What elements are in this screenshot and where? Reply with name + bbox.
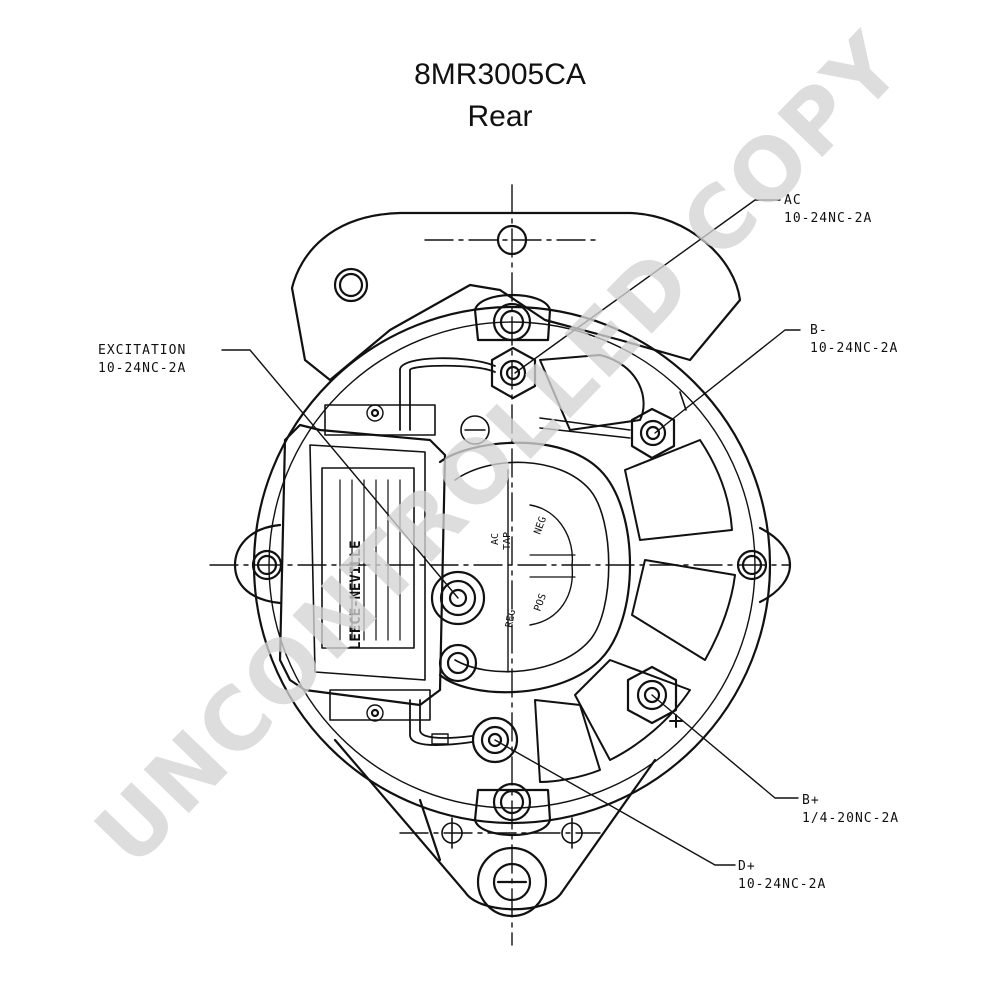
callout-excitation-thread: 10-24NC-2A xyxy=(98,361,186,376)
callout-b-minus: B- 10-24NC-2A xyxy=(810,323,898,356)
regulator-markings: AC TAP NEG REG POS xyxy=(490,515,549,628)
excitation-terminal xyxy=(430,570,486,626)
marking-reg: REG xyxy=(504,609,518,629)
callout-b-plus-name: B+ xyxy=(802,793,820,808)
regulator-logo-text: LEECE-NEVILLE xyxy=(348,540,364,650)
callout-ac-thread: 10-24NC-2A xyxy=(784,211,872,226)
marking-tap: TAP xyxy=(502,532,513,550)
d-plus-terminal xyxy=(471,716,519,764)
housing-inner-ring xyxy=(268,321,756,809)
regulator-logo-plate xyxy=(321,467,415,649)
b-minus-terminal xyxy=(630,407,676,460)
top-stud-boss xyxy=(473,294,552,342)
callout-b-plus: B+ 1/4-20NC-2A xyxy=(802,793,899,826)
callout-d-plus: D+ 10-24NC-2A xyxy=(738,859,826,892)
leader-lines xyxy=(221,199,801,866)
lower-mounting-foot xyxy=(333,738,657,911)
callout-excitation: EXCITATION 10-24NC-2A xyxy=(98,343,186,376)
marking-pos: POS xyxy=(532,592,549,613)
callout-d-plus-thread: 10-24NC-2A xyxy=(738,877,826,892)
right-mounting-lug xyxy=(758,526,792,604)
brush-housing xyxy=(438,441,631,694)
bracket-hole-top xyxy=(496,224,528,256)
upper-mounting-bracket xyxy=(290,211,742,382)
ac-terminal xyxy=(490,346,537,400)
bracket-hole-left xyxy=(333,267,369,303)
callout-excitation-name: EXCITATION xyxy=(98,343,186,358)
vent-slots xyxy=(534,354,736,783)
bottom-stud-boss xyxy=(473,788,552,836)
housing-outer-ring xyxy=(252,305,772,825)
part-number-title: 8MR3005CA xyxy=(414,58,586,91)
callout-d-plus-name: D+ xyxy=(738,859,756,874)
uncontrolled-copy-watermark: UNCONTROLLED COPY xyxy=(77,15,922,885)
callout-ac-name: AC xyxy=(784,193,802,208)
b-plus-terminal xyxy=(626,665,678,725)
callout-b-minus-thread: 10-24NC-2A xyxy=(810,341,898,356)
callout-b-minus-name: B- xyxy=(810,323,828,338)
voltage-regulator xyxy=(278,423,447,707)
marking-ac: AC xyxy=(490,533,501,545)
callout-b-plus-thread: 1/4-20NC-2A xyxy=(802,811,899,826)
marking-neg: NEG xyxy=(532,515,549,536)
view-subtitle: Rear xyxy=(467,100,533,133)
foot-mount-hole xyxy=(476,846,548,918)
callout-ac: AC 10-24NC-2A xyxy=(784,193,872,226)
